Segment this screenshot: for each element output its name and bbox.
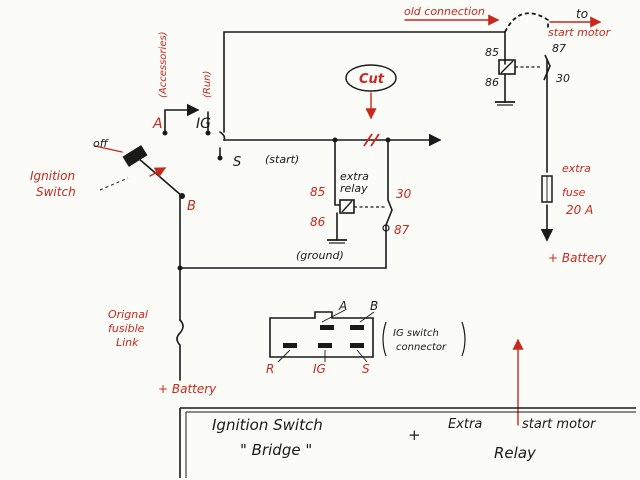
run-label: (Run) <box>202 71 213 98</box>
start-label: (start) <box>265 153 299 166</box>
ignition-key-icon <box>122 145 148 167</box>
connector-pin-a-label: A <box>338 299 347 313</box>
title-line-2: " Bridge " <box>240 441 312 459</box>
ground-symbol-extra-relay <box>327 239 347 244</box>
plus-battery-right-label: + Battery <box>548 251 607 265</box>
terminal-ig-label: IG <box>196 116 211 132</box>
off-label: off <box>93 137 109 150</box>
top-pin-86-label: 86 <box>485 76 499 89</box>
to-label: to <box>576 7 588 21</box>
title-box <box>179 407 636 478</box>
terminal-b-label: B <box>187 199 196 214</box>
top-pin-85-label: 85 <box>485 46 499 59</box>
connector-pin-b-label: B <box>370 299 378 313</box>
ig-connector-label-2: connector <box>396 342 447 353</box>
top-pin-87-label: 87 <box>552 42 566 55</box>
ignition-switch-label-2: Switch <box>36 185 76 199</box>
accessories-label: (Accessories) <box>158 31 169 98</box>
fusible-link-label-3: Link <box>116 336 139 349</box>
cut-label: Cut <box>359 72 385 87</box>
wire-to-relay-85 <box>334 139 341 206</box>
cut-mark <box>363 133 380 147</box>
title-plus: + <box>408 426 421 444</box>
wire-87-to-b <box>179 224 387 269</box>
ignition-turn-arrow <box>149 167 167 178</box>
extra-relay-label-1: extra <box>340 170 369 183</box>
extra-fuse-label-3: 20 A <box>566 203 593 217</box>
start-motor-label: start motor <box>548 26 612 39</box>
pin-30-label: 30 <box>396 187 412 201</box>
plus-battery-left-label: + Battery <box>158 382 217 396</box>
extra-fuse-label-1: extra <box>562 162 591 175</box>
top-pin-30-label: 30 <box>556 72 570 85</box>
ignition-switch-label-1: Ignition <box>30 169 75 183</box>
fusible-link-label-1: Orignal <box>108 308 148 321</box>
ground-symbol-top-relay <box>495 101 515 106</box>
fusible-link-symbol <box>176 319 184 381</box>
terminal-a-label: A <box>152 116 163 132</box>
pin-85-label: 85 <box>310 185 325 199</box>
old-connection-dashed <box>504 12 549 33</box>
ig-switch-connector <box>269 311 374 358</box>
start-motor-relay <box>498 54 551 81</box>
conn-a-leader <box>321 309 346 323</box>
title-line-1: Ignition Switch <box>212 416 323 434</box>
paren-right <box>461 321 466 357</box>
ground-label: (ground) <box>296 249 344 262</box>
title-extra: Extra <box>448 417 482 432</box>
title-relay: Relay <box>494 444 537 462</box>
off-pointer <box>94 145 123 153</box>
connector-pin-r-label: R <box>266 362 274 376</box>
extra-fuse-label-2: fuse <box>562 186 586 199</box>
extra-relay-label-2: relay <box>340 182 368 195</box>
pin-86-label: 86 <box>310 215 326 229</box>
extra-fuse <box>541 175 553 203</box>
wire-ig-to-top-relay <box>223 31 506 133</box>
ig-connector-label-1: IG switch <box>393 328 439 339</box>
ignition-rotor <box>137 157 183 197</box>
title-start-motor: start motor <box>522 417 597 432</box>
cut-bubble <box>345 64 397 92</box>
extra-relay <box>339 199 393 226</box>
pin-87-label: 87 <box>394 223 410 237</box>
terminal-s-label: S <box>233 155 241 170</box>
conn-b-leader <box>359 311 375 323</box>
old-connection-label: old connection <box>404 5 485 18</box>
fusible-link-label-2: fusible <box>108 322 145 335</box>
wire-hook <box>219 131 226 141</box>
paren-left <box>382 321 387 357</box>
connector-pin-s-label: S <box>362 362 370 376</box>
ignition-leader <box>99 177 129 191</box>
conn-s-leader <box>356 349 368 363</box>
terminal-dots <box>162 130 391 271</box>
conn-r-leader <box>277 349 291 363</box>
connector-pin-ig-label: IG <box>313 362 326 376</box>
